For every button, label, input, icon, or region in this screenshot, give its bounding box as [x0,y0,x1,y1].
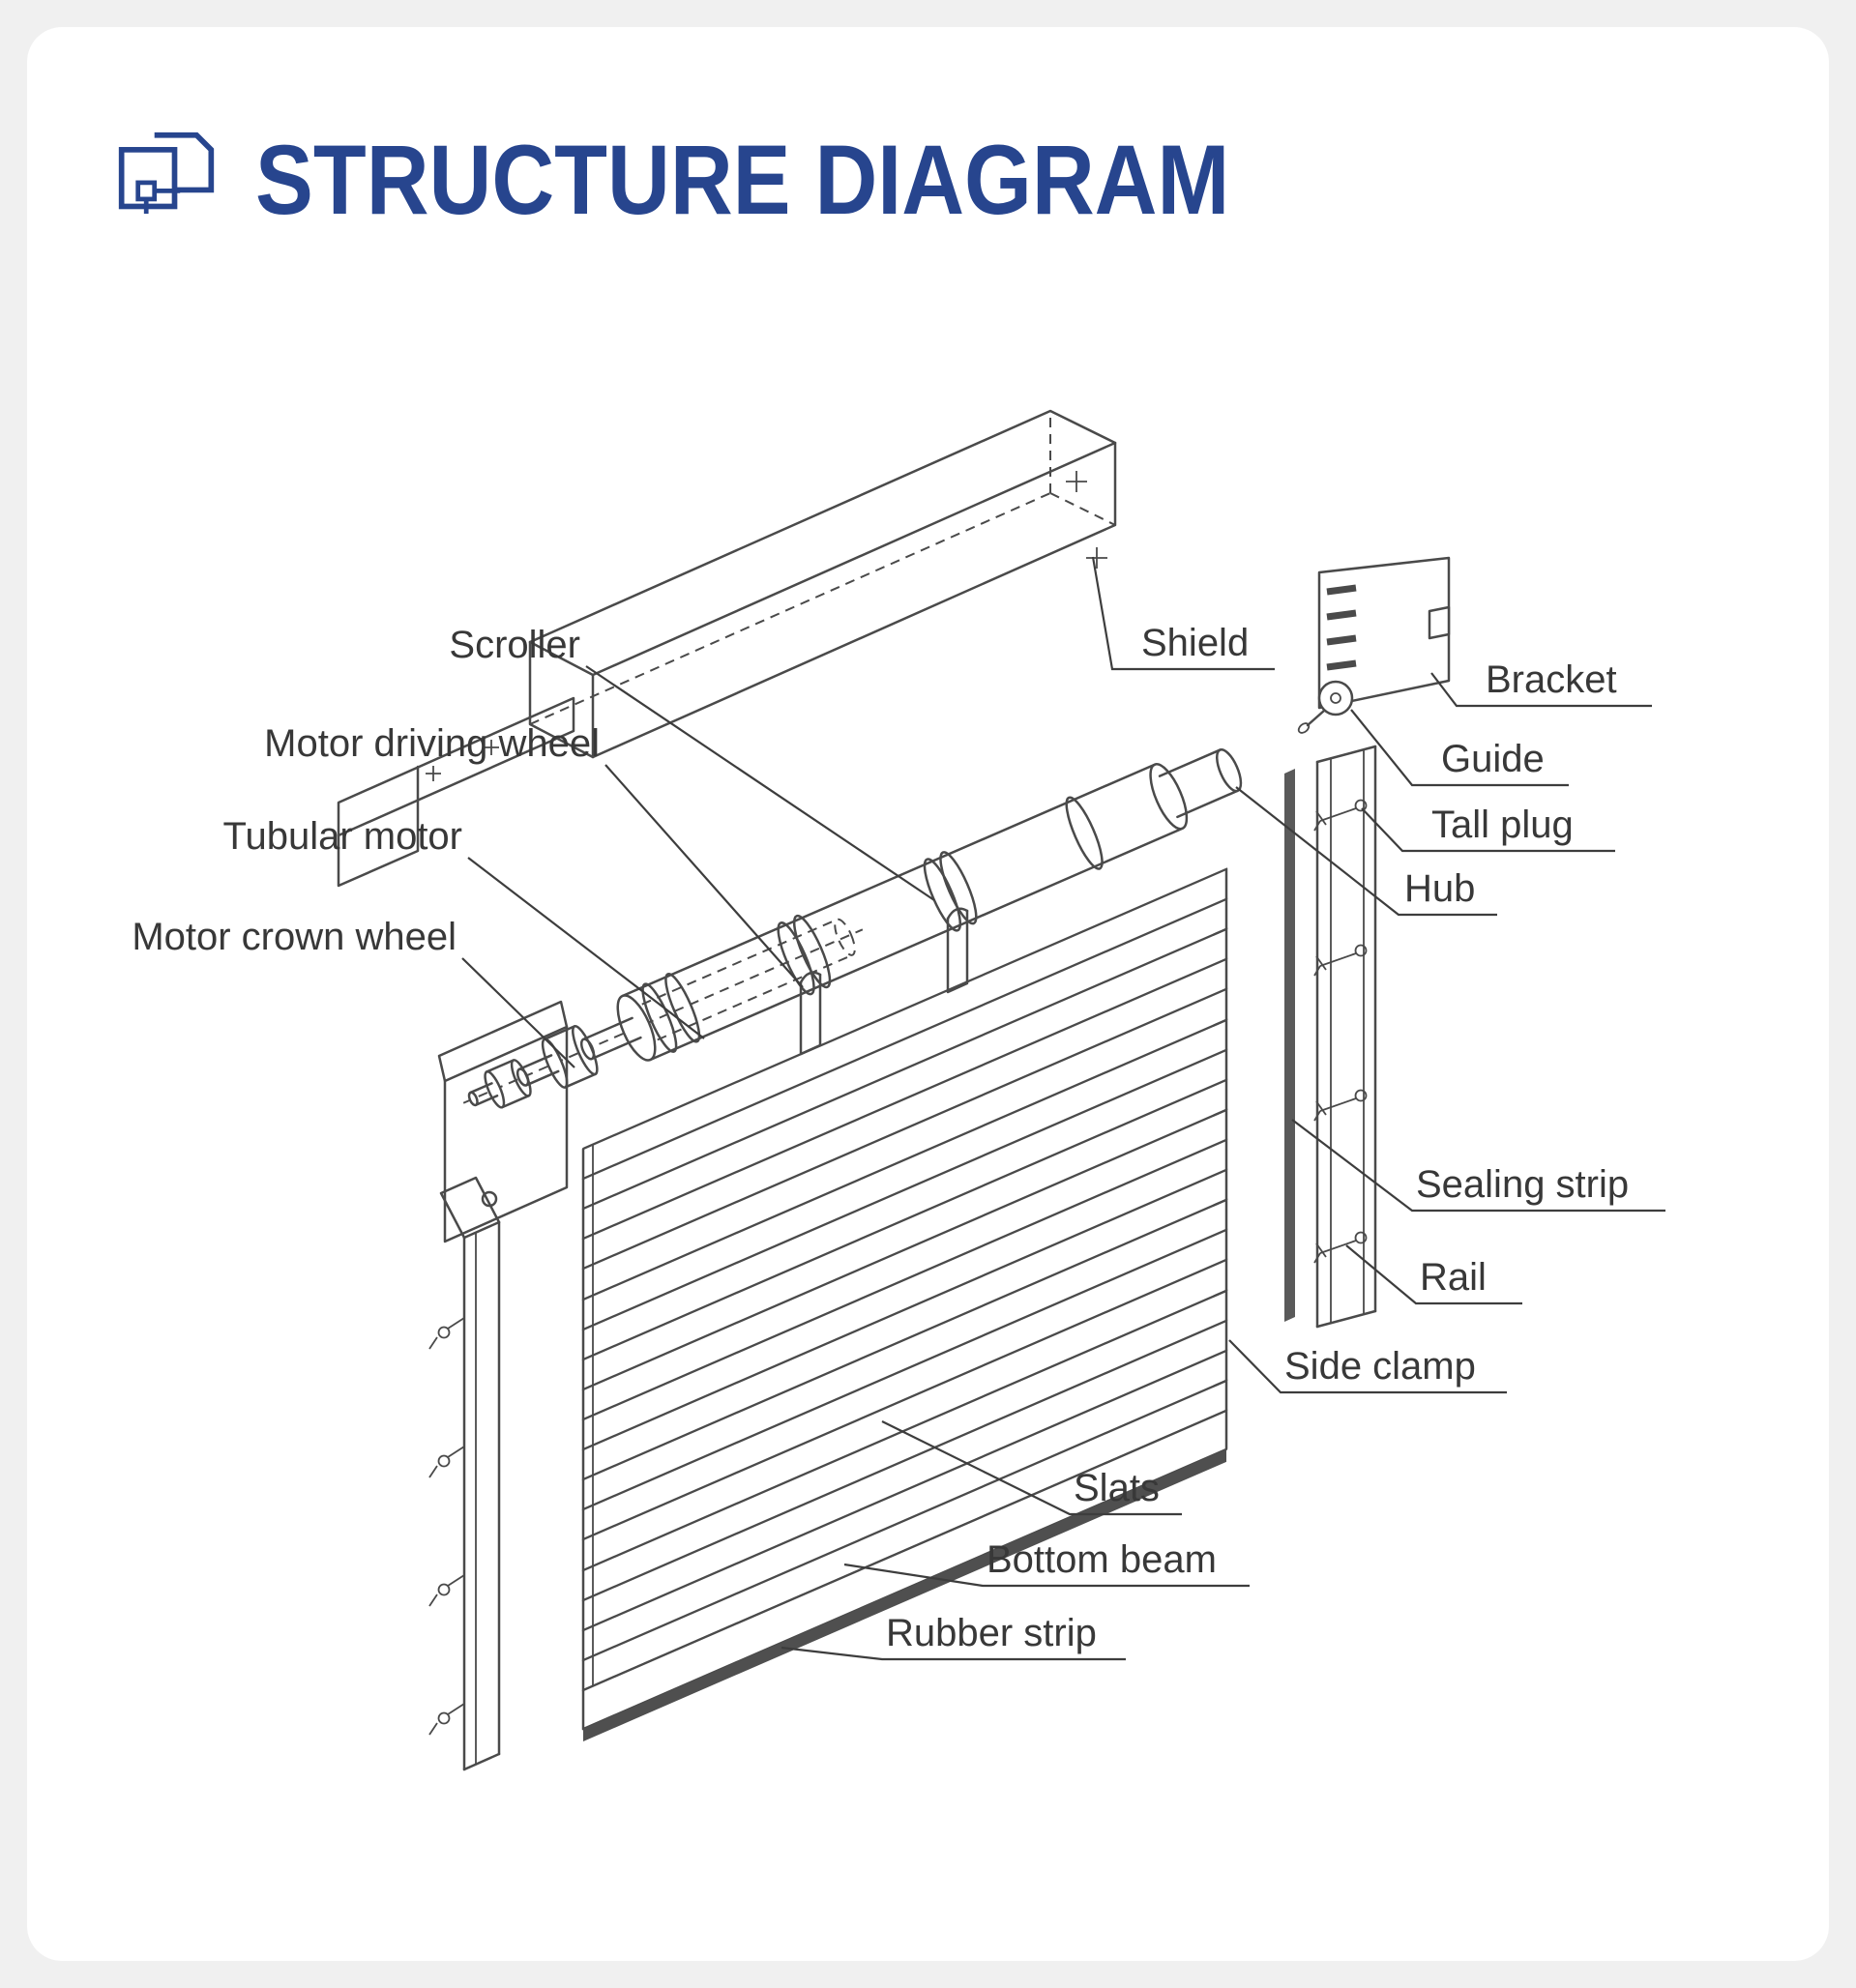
label-slats: Slats [1074,1467,1160,1509]
slats-drawing [581,897,1228,1662]
roller-tube-drawing [462,747,1243,1109]
shield-drawing [528,409,1117,759]
label-motor-driving-wheel: Motor driving wheel [264,722,600,765]
label-tubular-motor: Tubular motor [223,815,463,858]
label-rail: Rail [1420,1256,1487,1299]
left-rail-drawing [428,1176,501,1771]
label-bracket: Bracket [1486,658,1617,701]
curtain-drawing [581,867,1228,1741]
leader-lines [461,556,1665,1661]
motor-wheels-drawing [467,1016,642,1109]
label-rubber-strip: Rubber strip [886,1612,1097,1654]
label-tall-plug: Tall plug [1431,804,1574,846]
label-scroller: Scroller [449,624,580,666]
labels: Scroller Motor driving wheel Tubular mot… [132,622,1629,1654]
label-motor-crown-wheel: Motor crown wheel [132,916,457,958]
blueprint-icon [116,129,217,233]
label-hub: Hub [1404,867,1475,910]
right-rail-drawing [1284,745,1377,1329]
rubber-strip-drawing [583,1448,1226,1741]
content-card: STRUCTURE DIAGRAM [27,27,1829,1961]
motor-plate-drawing [437,1000,569,1243]
label-sealing-strip: Sealing strip [1416,1163,1629,1206]
label-bottom-beam: Bottom beam [987,1538,1217,1581]
bracket-drawing [1297,556,1451,734]
hub-drawing [1158,747,1243,819]
sealing-strip-drawing [1284,769,1295,1322]
right-rail-screws [1313,799,1368,1264]
label-side-clamp: Side clamp [1284,1345,1476,1388]
label-shield: Shield [1141,622,1249,664]
side-clamp-drawing [1212,927,1228,1388]
left-rail-screws [428,1317,465,1736]
structure-diagram-illustration: Scroller Motor driving wheel Tubular mot… [132,409,1665,1771]
label-guide: Guide [1441,738,1545,780]
tubular-motor-drawing [641,918,856,1041]
page-header: STRUCTURE DIAGRAM [116,124,1363,237]
guide-drawing [1297,680,1354,734]
shield-bracket-drawing [337,696,575,888]
page-title: STRUCTURE DIAGRAM [255,125,1230,235]
hanger-straps-drawing [799,907,969,1056]
